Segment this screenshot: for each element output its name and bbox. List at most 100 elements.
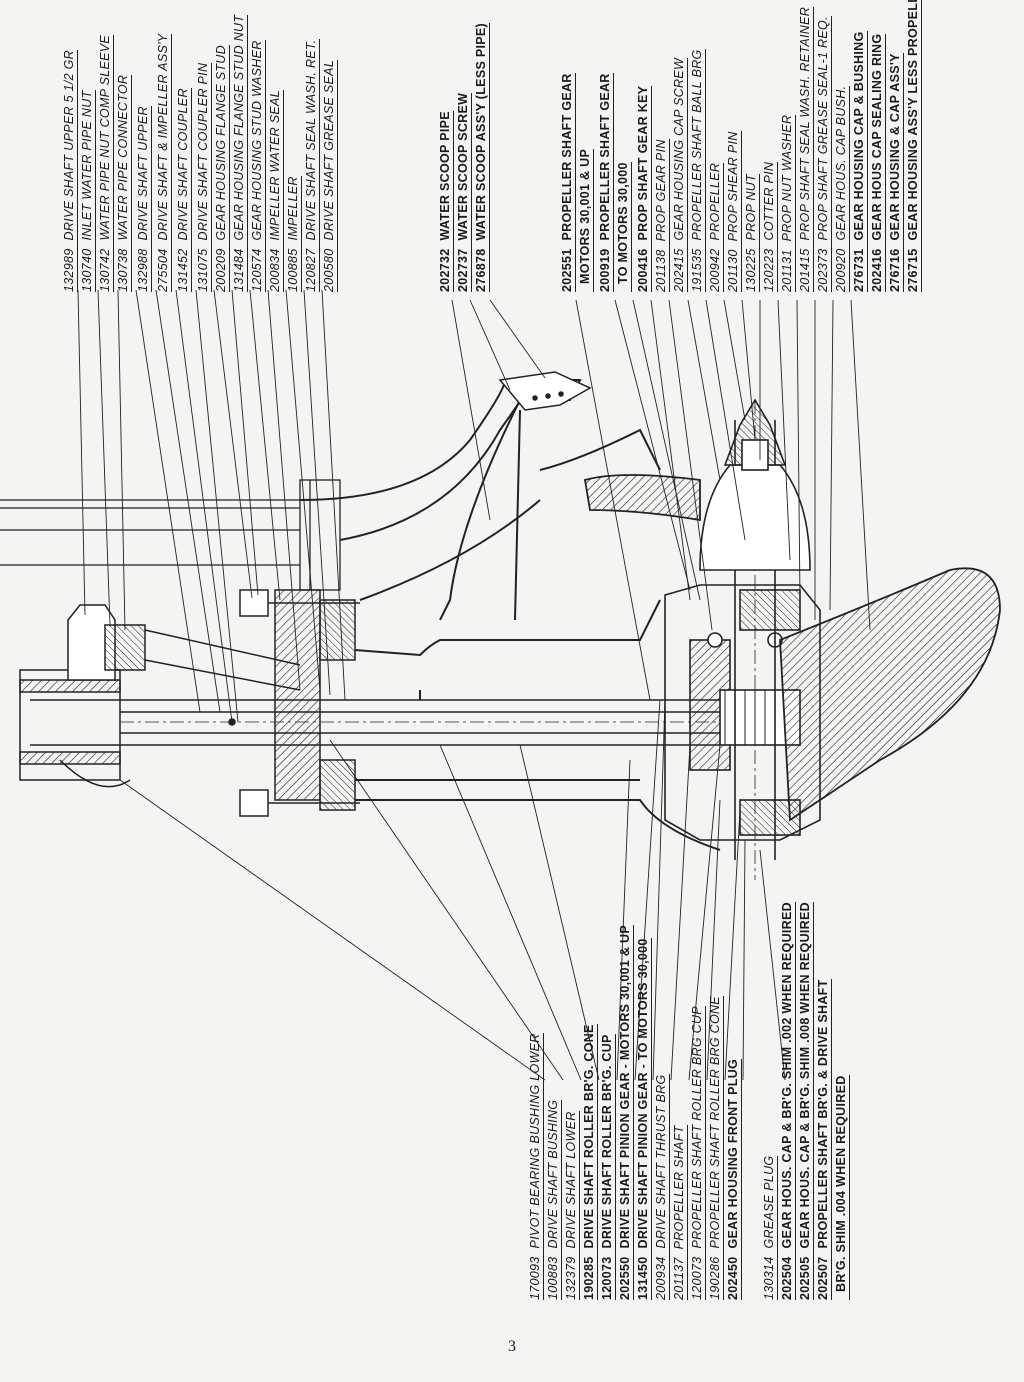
part-description: PROP SHAFT GEAR KEY bbox=[636, 85, 650, 241]
part-number: 131452 bbox=[176, 248, 190, 292]
part-description: PROPELLER SHAFT BALL BRG bbox=[690, 49, 704, 241]
part-label: 130314 GREASE PLUG bbox=[762, 1155, 778, 1300]
part-label: 100885IMPELLER bbox=[286, 176, 302, 292]
part-number: 202416 bbox=[870, 248, 884, 292]
part-label: 202507PROPELLER SHAFT BR'G. & DRIVE SHAF… bbox=[816, 979, 832, 1300]
part-label: 132379DRIVE SHAFT LOWER bbox=[564, 1111, 580, 1300]
part-description: GEAR HOUSING CAP & BUSHING bbox=[852, 31, 866, 241]
part-label: 276716 GEAR HOUSING & CAP ASS'Y bbox=[888, 53, 904, 292]
part-number: 120574 bbox=[250, 248, 264, 292]
part-number: 120827 bbox=[304, 248, 318, 292]
part-number: 130314 bbox=[762, 1256, 776, 1300]
part-number: 202737 bbox=[456, 248, 470, 292]
part-label: 120073DRIVE SHAFT ROLLER BR'G. CUP bbox=[600, 1034, 616, 1300]
part-description: PROPELLER SHAFT GEAR bbox=[598, 73, 612, 241]
part-description: INLET WATER PIPE NUT bbox=[80, 90, 94, 241]
part-description: GEAR HOUS. CAP & BR'G. SHIM .002 WHEN RE… bbox=[780, 902, 794, 1249]
part-label: 100883 DRIVE SHAFT BUSHING bbox=[546, 1099, 562, 1300]
part-number: 191535 bbox=[690, 248, 704, 292]
upper-housing bbox=[299, 379, 661, 621]
part-label: TO MOTORS 30,000 bbox=[616, 162, 632, 292]
part-number: 202450 bbox=[726, 1256, 740, 1300]
part-number: 202550 bbox=[618, 1256, 632, 1300]
part-description: GREASE PLUG bbox=[762, 1155, 776, 1249]
part-number: 202415 bbox=[672, 248, 686, 292]
part-label: 200834IMPELLER WATER SEAL bbox=[268, 90, 284, 292]
part-description: DRIVE SHAFT COUPLER bbox=[176, 88, 190, 241]
part-number: 275504 bbox=[156, 248, 170, 292]
part-description: DRIVE SHAFT GREASE SEAL bbox=[322, 59, 336, 241]
part-label: 202505GEAR HOUS. CAP & BR'G. SHIM .008 W… bbox=[798, 902, 814, 1300]
part-label: 200580DRIVE SHAFT GREASE SEAL bbox=[322, 59, 338, 292]
part-label: 202737 WATER SCOOP SCREW bbox=[456, 92, 472, 292]
part-label: 130742WATER PIPE NUT COMP SLEEVE bbox=[98, 34, 114, 292]
propeller-blade bbox=[583, 474, 1001, 822]
part-label: 131075DRIVE SHAFT COUPLER PIN bbox=[196, 62, 212, 292]
part-label: 132988DRIVE SHAFT UPPER bbox=[136, 106, 152, 292]
part-label: MOTORS 30,001 & UP bbox=[578, 148, 594, 292]
part-description: GEAR HOUSING FLANGE STUD bbox=[214, 45, 228, 241]
part-description: GEAR HOUSING & CAP ASS'Y bbox=[888, 53, 902, 241]
part-number: 130225 bbox=[744, 248, 758, 292]
mounting-plate bbox=[0, 479, 341, 591]
part-number: 100885 bbox=[286, 248, 300, 292]
part-description: WATER PIPE CONNECTOR bbox=[116, 74, 130, 241]
part-number: 132988 bbox=[136, 248, 150, 292]
pivot-tube bbox=[19, 669, 131, 788]
part-label: 202373PROP SHAFT GREASE SEAL-1 REQ. bbox=[816, 16, 832, 292]
part-description: GEAR HOUSING STUD WASHER bbox=[250, 40, 264, 241]
part-description: PROPELLER SHAFT ROLLER BRG CONE bbox=[708, 996, 722, 1249]
part-description: PROPELLER SHAFT BR'G. & DRIVE SHAFT bbox=[816, 979, 830, 1249]
part-label: 200416PROP SHAFT GEAR KEY bbox=[636, 85, 652, 292]
part-description: WATER SCOOP PIPE bbox=[438, 111, 452, 241]
part-label: 120073PROPELLER SHAFT ROLLER BRG CUP bbox=[690, 1006, 706, 1300]
part-number: 120073 bbox=[600, 1256, 614, 1300]
part-description: DRIVE SHAFT SEAL WASH. RET. bbox=[304, 39, 318, 241]
part-number: 201131 bbox=[780, 249, 794, 292]
part-label: 200919 PROPELLER SHAFT GEAR bbox=[598, 73, 614, 292]
part-label: 131484GEAR HOUSING FLANGE STUD NUT bbox=[232, 14, 248, 292]
part-label: 130738WATER PIPE CONNECTOR bbox=[116, 74, 132, 292]
part-description: WATER PIPE NUT COMP SLEEVE bbox=[98, 34, 112, 241]
part-label: 120574 GEAR HOUSING STUD WASHER bbox=[250, 40, 266, 292]
part-description: MOTORS 30,001 & UP bbox=[578, 148, 592, 284]
part-number: 200920 bbox=[834, 248, 848, 292]
part-label: 131452 DRIVE SHAFT COUPLER bbox=[176, 88, 192, 292]
propeller-hub bbox=[699, 398, 811, 571]
part-description: GEAR HOUSING CAP SCREW bbox=[672, 57, 686, 241]
part-label: 276878WATER SCOOP ASS'Y (LESS PIPE) bbox=[474, 22, 490, 292]
part-number: 132989 bbox=[62, 248, 76, 292]
part-description: PROP SHEAR PIN bbox=[726, 131, 740, 242]
part-number: 131075 bbox=[196, 248, 210, 292]
part-description: WATER SCOOP SCREW bbox=[456, 92, 470, 241]
water-scoop bbox=[498, 371, 592, 411]
part-number: 202732 bbox=[438, 248, 452, 292]
part-number: 201138 bbox=[654, 249, 668, 292]
lower-housing-leg bbox=[354, 599, 721, 851]
part-number: 201137 bbox=[672, 1257, 686, 1300]
part-description: DRIVE SHAFT & IMPELLER ASS'Y bbox=[156, 33, 170, 241]
part-description: IMPELLER WATER SEAL bbox=[268, 90, 282, 241]
part-number: 120223 bbox=[762, 248, 776, 292]
part-description: DRIVE SHAFT BUSHING bbox=[546, 1099, 560, 1249]
part-label: BR'G. SHIM .004 WHEN REQUIRED bbox=[834, 1075, 850, 1300]
part-number: 131484 bbox=[232, 248, 246, 292]
part-description: PROP SHAFT GREASE SEAL-1 REQ. bbox=[816, 16, 830, 241]
part-number: 131450 bbox=[636, 1256, 650, 1300]
part-number: 100883 bbox=[546, 1256, 560, 1300]
leader-lines bbox=[77, 289, 871, 723]
part-description: GEAR HOUS. CAP BUSH. bbox=[834, 85, 848, 241]
part-number: 276716 bbox=[888, 248, 902, 292]
part-label: 202551PROPELLER SHAFT GEAR bbox=[560, 73, 576, 292]
part-label: 201415PROP SHAFT SEAL WASH. RETAINER bbox=[798, 6, 814, 292]
part-description: PROP NUT WASHER bbox=[780, 114, 794, 242]
part-number: 202504 bbox=[780, 1256, 794, 1300]
part-label: 202415 GEAR HOUSING CAP SCREW bbox=[672, 57, 688, 292]
part-description: DRIVE SHAFT UPPER 5 1/2 GR bbox=[62, 50, 76, 241]
part-description: GEAR HOUS CAP SEALING RING bbox=[870, 33, 884, 241]
part-description: DRIVE SHAFT LOWER bbox=[564, 1111, 578, 1249]
part-number: 200919 bbox=[598, 248, 612, 292]
part-label: 275504 DRIVE SHAFT & IMPELLER ASS'Y bbox=[156, 33, 172, 292]
part-label: 202450GEAR HOUSING FRONT PLUG bbox=[726, 1058, 742, 1300]
part-label: 276731GEAR HOUSING CAP & BUSHING bbox=[852, 31, 868, 292]
